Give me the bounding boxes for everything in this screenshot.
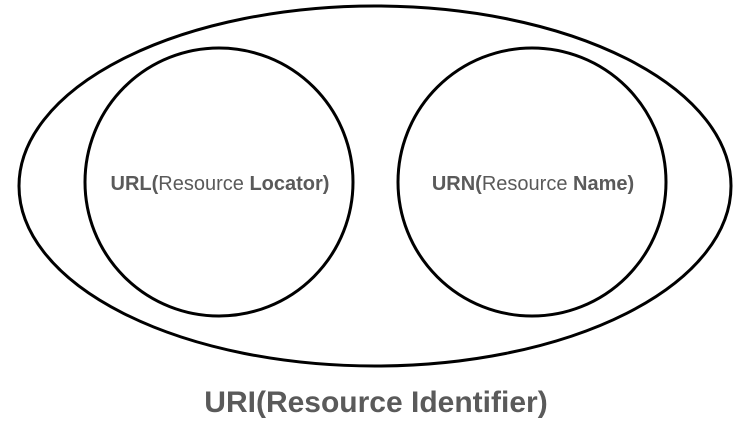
urn-label-prefix: URN(: [432, 173, 482, 195]
urn-label: URN(Resource Name): [432, 173, 634, 195]
url-label: URL(Resource Locator): [111, 173, 330, 195]
url-label-prefix: URL(: [111, 173, 159, 195]
urn-circle: [396, 46, 668, 318]
url-circle: [83, 46, 355, 318]
url-label-middle: Resource: [158, 173, 249, 195]
uri-outer-ellipse: [17, 4, 733, 368]
urn-label-middle: Resource: [482, 173, 573, 195]
url-label-suffix: Locator): [249, 173, 329, 195]
uri-label: URI(Resource Identifier): [204, 386, 547, 419]
urn-label-suffix: Name): [573, 173, 634, 195]
